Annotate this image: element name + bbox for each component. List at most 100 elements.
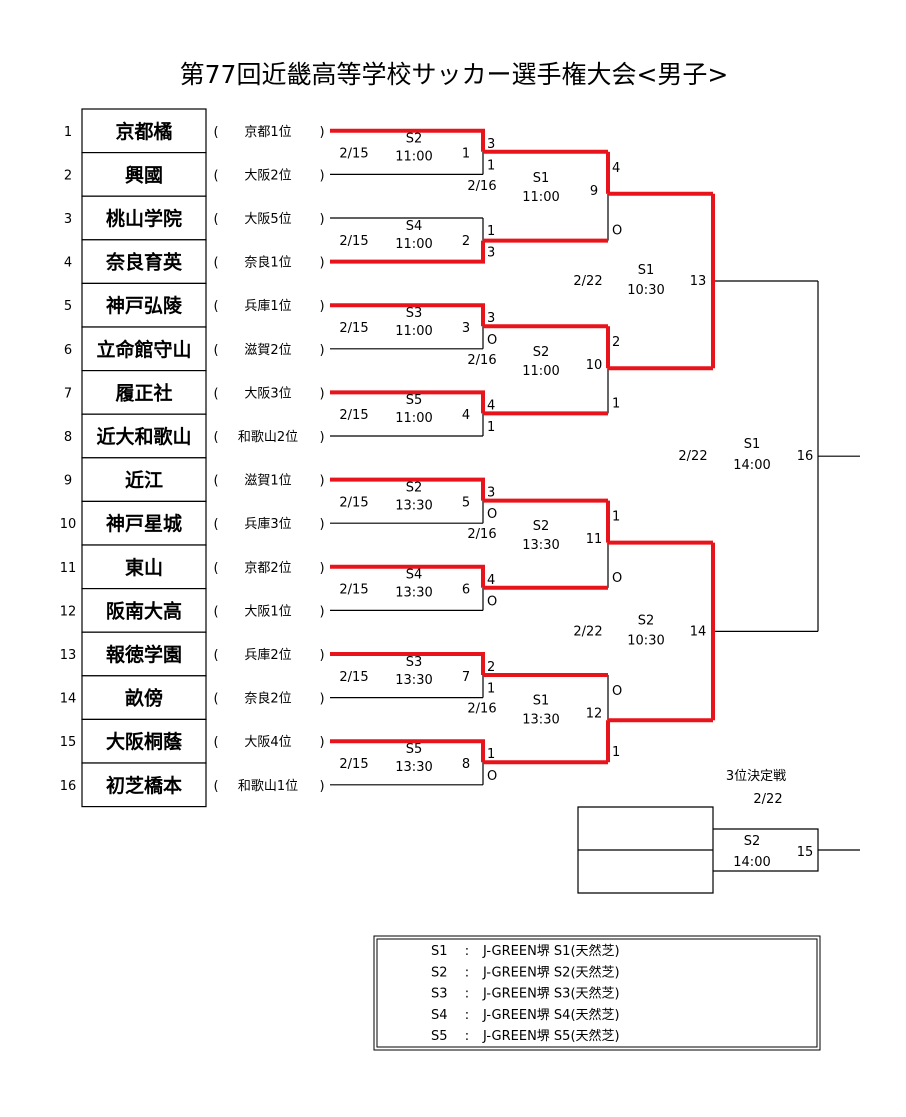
score: O [487,507,497,522]
legend-description: J-GREEN堺 S1(天然芝) [482,943,620,959]
team-name: 興國 [125,164,163,186]
bracket-line [330,240,485,264]
match-number: 4 [462,408,470,423]
team-name: 桃山学院 [106,207,182,230]
close-paren: ) [319,604,324,619]
close-paren: ) [319,474,324,489]
team-name: 京都橘 [115,120,172,143]
seed-number: 12 [60,604,77,619]
legend-code: S4 [431,1008,448,1023]
bracket-line [330,390,485,414]
open-paren: ( [213,561,218,576]
match-number: 11 [586,532,603,547]
team-name-box [81,108,207,154]
team-name-box [81,587,207,633]
third-place-box [577,806,714,894]
score: 1 [487,420,495,435]
match-number: 1 [462,147,470,162]
bracket-line [330,128,485,152]
team-name-box [81,239,207,285]
close-paren: ) [319,212,324,227]
match-time: 11:00 [395,324,432,339]
match-venue: S5 [406,393,423,408]
match-number: 2 [462,234,470,249]
match-venue: S1 [744,437,761,452]
match-time: 11:00 [395,411,432,426]
score: 1 [487,747,495,762]
score: 2 [487,660,495,675]
score: 1 [612,510,620,525]
seed-number: 9 [64,474,72,489]
match-date: 2/22 [573,624,602,639]
team-name: 大阪桐蔭 [106,730,183,753]
match-date: 2/16 [467,527,496,542]
team-name-box [81,675,207,720]
prefecture-rank: 大阪1位 [244,604,291,619]
score: 3 [487,311,495,326]
open-paren: ( [213,648,218,663]
team-name: 神戸弘陵 [106,294,183,317]
prefecture-rank: 大阪5位 [244,212,291,227]
match-number: 14 [690,624,707,639]
match-time: 11:00 [395,237,432,252]
match-number: 12 [586,707,603,722]
prefecture-rank: 和歌山2位 [238,430,298,445]
close-paren: ) [319,430,324,445]
legend-separator: : [465,1029,469,1044]
prefecture-rank: 大阪2位 [244,168,291,183]
bracket-line [330,564,485,588]
open-paren: ( [213,343,218,358]
team-name: 東山 [125,556,163,579]
bracket-lines [330,151,860,786]
score: 3 [487,246,495,261]
score: 4 [487,398,495,413]
match-date: 2/16 [467,702,496,717]
match-time: 13:30 [522,713,559,728]
match-number: 8 [462,757,470,772]
match-number: 9 [590,184,598,199]
team-name: 初芝橋本 [106,774,182,797]
match-date: 2/22 [573,274,602,289]
match-time: 11:00 [522,364,559,379]
open-paren: ( [213,604,218,619]
legend-separator: : [465,944,469,959]
prefecture-rank: 兵庫3位 [244,517,291,532]
match-date: 2/15 [339,583,368,598]
open-paren: ( [213,299,218,314]
seed-number: 7 [64,386,72,401]
seed-number: 15 [60,735,77,750]
seed-number: 8 [64,430,72,445]
match-time: 13:30 [395,498,432,513]
legend-code: S1 [431,944,448,959]
prefecture-rank: 大阪3位 [244,386,291,401]
bracket-line [330,303,485,327]
open-paren: ( [213,430,218,445]
open-paren: ( [213,517,218,532]
seed-number: 16 [60,779,77,794]
legend-separator: : [465,965,469,980]
legend-description: J-GREEN堺 S5(天然芝) [482,1028,620,1044]
match-venue: S2 [406,132,423,147]
seed-number: 2 [64,168,72,183]
score: 1 [487,158,495,173]
open-paren: ( [213,474,218,489]
open-paren: ( [213,386,218,401]
legend-description: J-GREEN堺 S2(天然芝) [482,964,620,980]
match-number: 7 [462,670,470,685]
legend-description: J-GREEN堺 S3(天然芝) [482,986,620,1002]
legend-code: S3 [431,987,448,1002]
score: 2 [612,335,620,350]
match-date: 2/15 [339,757,368,772]
open-paren: ( [213,692,218,707]
match-number: 5 [462,495,470,510]
seed-number: 14 [60,692,77,707]
score: 1 [487,224,495,239]
team-name: 神戸星城 [106,512,182,535]
close-paren: ) [319,735,324,750]
match-venue: S3 [406,655,423,670]
prefecture-rank: 和歌山1位 [238,779,298,794]
score: 4 [487,573,495,588]
close-paren: ) [319,779,324,794]
